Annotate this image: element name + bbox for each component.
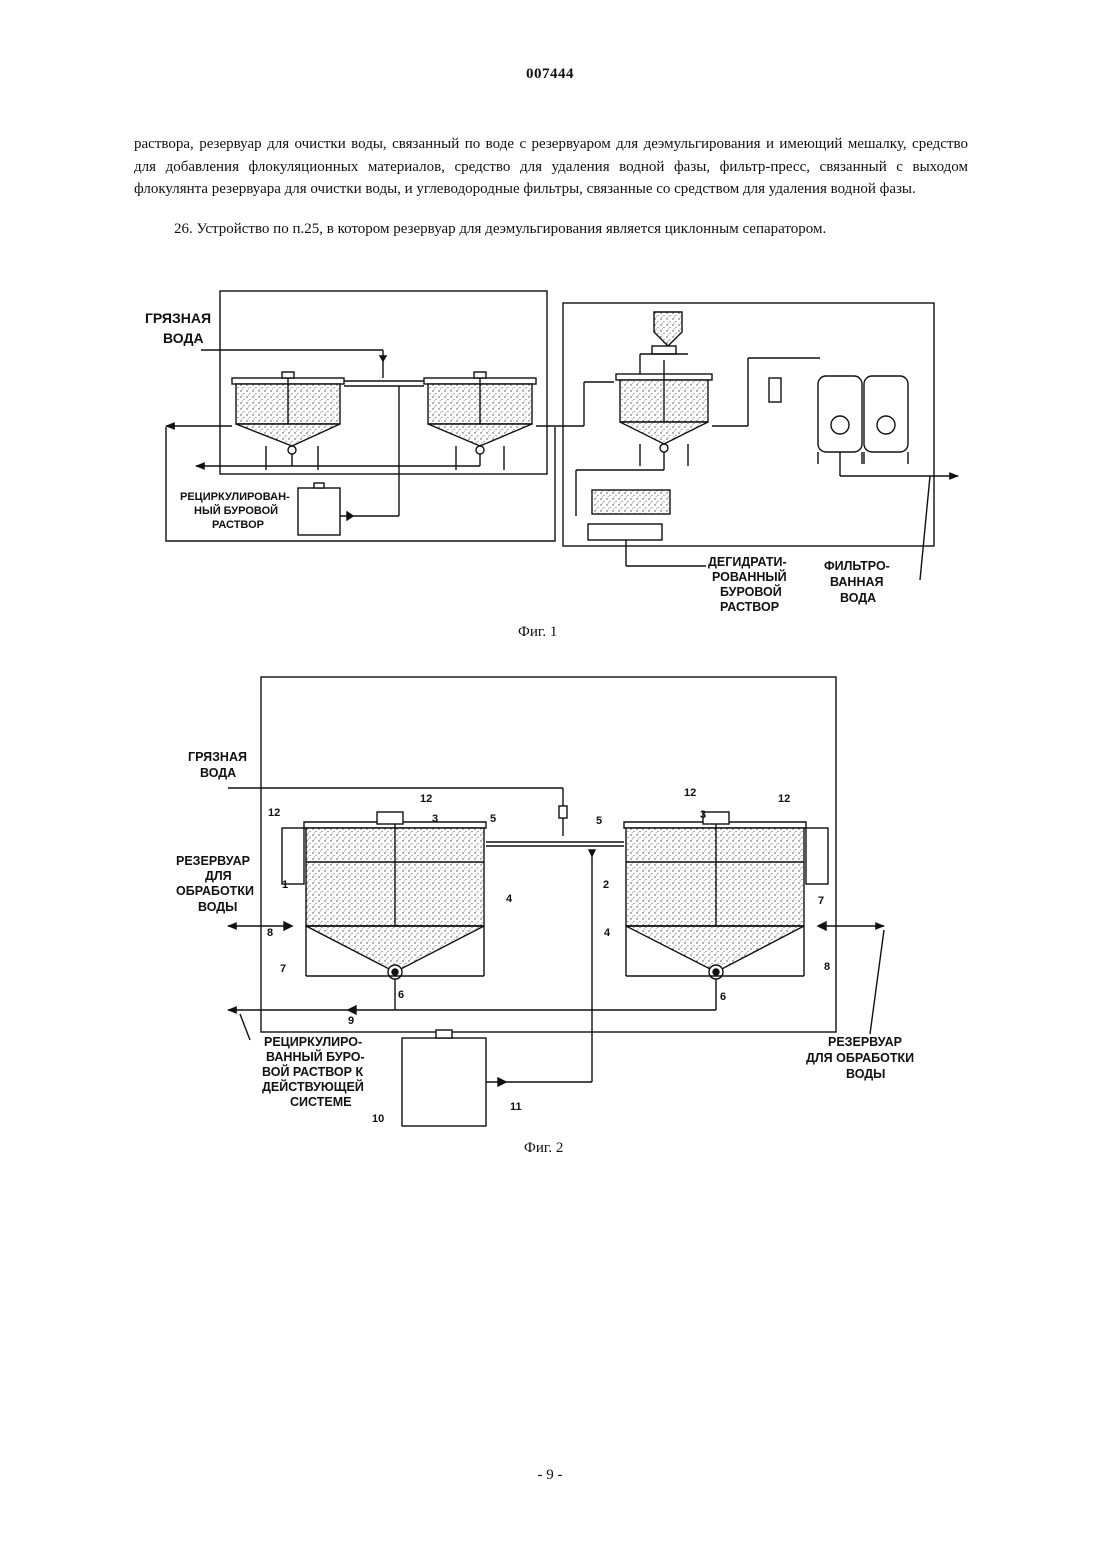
fig2-ref-6-left: 6 (398, 989, 404, 1001)
fig2-recirc-label-5: СИСТЕМЕ (290, 1095, 351, 1109)
fig2-motor-right (703, 812, 729, 824)
fig2-tank-right-label-3: ВОДЫ (846, 1067, 885, 1081)
fig2-caption: Фиг. 2 (524, 1140, 563, 1156)
fig2-ref-10: 10 (372, 1113, 384, 1125)
fig2-tank-left-label-4: ВОДЫ (198, 900, 237, 914)
fig2-tank-left-label-1: РЕЗЕРВУАР (176, 854, 250, 868)
fig2-ref-4-left: 4 (506, 893, 513, 905)
fig1-recirc-label-2: НЫЙ БУРОВОЙ (194, 504, 278, 517)
fig1-flowmeter (769, 378, 781, 402)
fig2-ref-4-right: 4 (604, 927, 611, 939)
fig1-flocculant-hopper (654, 312, 682, 346)
fig1-clarifier-tank (616, 360, 712, 466)
fig1-dirty-water-label-1: ГРЯЗНАЯ (145, 310, 211, 326)
fig1-recirc-pump-icon (347, 512, 353, 520)
fig1-tank-a (232, 372, 344, 470)
fig2-dirty-water-label-2: ВОДА (200, 766, 236, 780)
fig2-tank-2 (624, 812, 828, 979)
fig2-ref-5-right: 5 (596, 815, 602, 827)
fig2-pump-9-icon (348, 1006, 356, 1014)
fig2-recirc-label-3: ВОЙ РАСТВОР К (262, 1064, 363, 1079)
fig2-ref-3-right: 3 (700, 809, 706, 821)
fig1-caption: Фиг. 1 (518, 624, 557, 640)
fig1-dirty-water-label-2: ВОДА (163, 330, 204, 346)
fig1-dehydrated-label-3: БУРОВОЙ (720, 584, 782, 599)
fig2-ref-3-left: 3 (432, 813, 438, 825)
fig2-ref-2: 2 (603, 879, 609, 891)
fig2-recirc-label-1: РЕЦИРКУЛИРО- (264, 1035, 362, 1049)
fig2-ref-5-left: 5 (490, 813, 496, 825)
fig2-ref-8-right: 8 (824, 961, 830, 973)
fig2-ref-12-b: 12 (420, 793, 432, 805)
fig2-ref-12-a: 12 (268, 807, 280, 819)
fig1-recirc-label-3: РАСТВОР (212, 519, 264, 531)
fig2-tank-1 (282, 812, 486, 979)
fig2-tank-left-label-2: ДЛЯ (205, 869, 232, 883)
fig2-recirc-label-2: ВАННЫЙ БУРО- (266, 1049, 365, 1064)
fig2-recirc-label-4: ДЕЙСТВУЮЩЕЙ (262, 1079, 364, 1094)
fig2-pump-11-icon (498, 1078, 506, 1086)
fig1-dehydrated-label-4: РАСТВОР (720, 600, 779, 614)
fig2-ref-7-right: 7 (818, 895, 824, 907)
fig2-ref-11: 11 (510, 1101, 522, 1113)
fig2-ref-8-left: 8 (267, 927, 273, 939)
fig2-ref-12-c: 12 (684, 787, 696, 799)
fig1-recirc-label-1: РЕЦИРКУЛИРОВАН- (180, 491, 290, 503)
fig1-dehydrated-label-1: ДЕГИДРАТИ- (708, 555, 787, 569)
fig1-filtered-label-3: ВОДА (840, 591, 876, 605)
fig2-pump-8-left-icon (284, 922, 292, 930)
fig2-tank-right-label-2: ДЛЯ ОБРАБОТКИ (806, 1051, 914, 1065)
fig2-inlet-valve-icon (559, 806, 567, 818)
fig2-ref-12-d: 12 (778, 793, 790, 805)
fig1-filtered-label-1: ФИЛЬТРО- (824, 559, 890, 573)
fig2-tank-right-label-1: РЕЗЕРВУАР (828, 1035, 902, 1049)
fig2-motor-left (377, 812, 403, 824)
fig1-dehydrated-label-2: РОВАННЫЙ (712, 569, 787, 584)
fig2-ref-9: 9 (348, 1015, 354, 1027)
fig1-recirc-mud-tank (298, 488, 340, 535)
fig2-ref-7-left: 7 (280, 963, 286, 975)
fig2-pump-8-right-icon (818, 922, 826, 930)
fig2-dirty-water-label-1: ГРЯЗНАЯ (188, 750, 247, 764)
fig2-ref-1: 1 (282, 879, 288, 891)
fig1-filtered-label-2: ВАННАЯ (830, 575, 884, 589)
fig2-tank-left-label-3: ОБРАБОТКИ (176, 884, 254, 898)
fig2-ref-6-right: 6 (720, 991, 726, 1003)
figure-1 (166, 291, 958, 580)
fig1-inlet-valve-icon (380, 356, 386, 361)
fig1-hydrocarbon-filters (818, 376, 908, 464)
fig2-tank-10 (402, 1038, 486, 1126)
fig1-filter-press (592, 490, 670, 514)
page-number: - 9 - (0, 1467, 1100, 1484)
